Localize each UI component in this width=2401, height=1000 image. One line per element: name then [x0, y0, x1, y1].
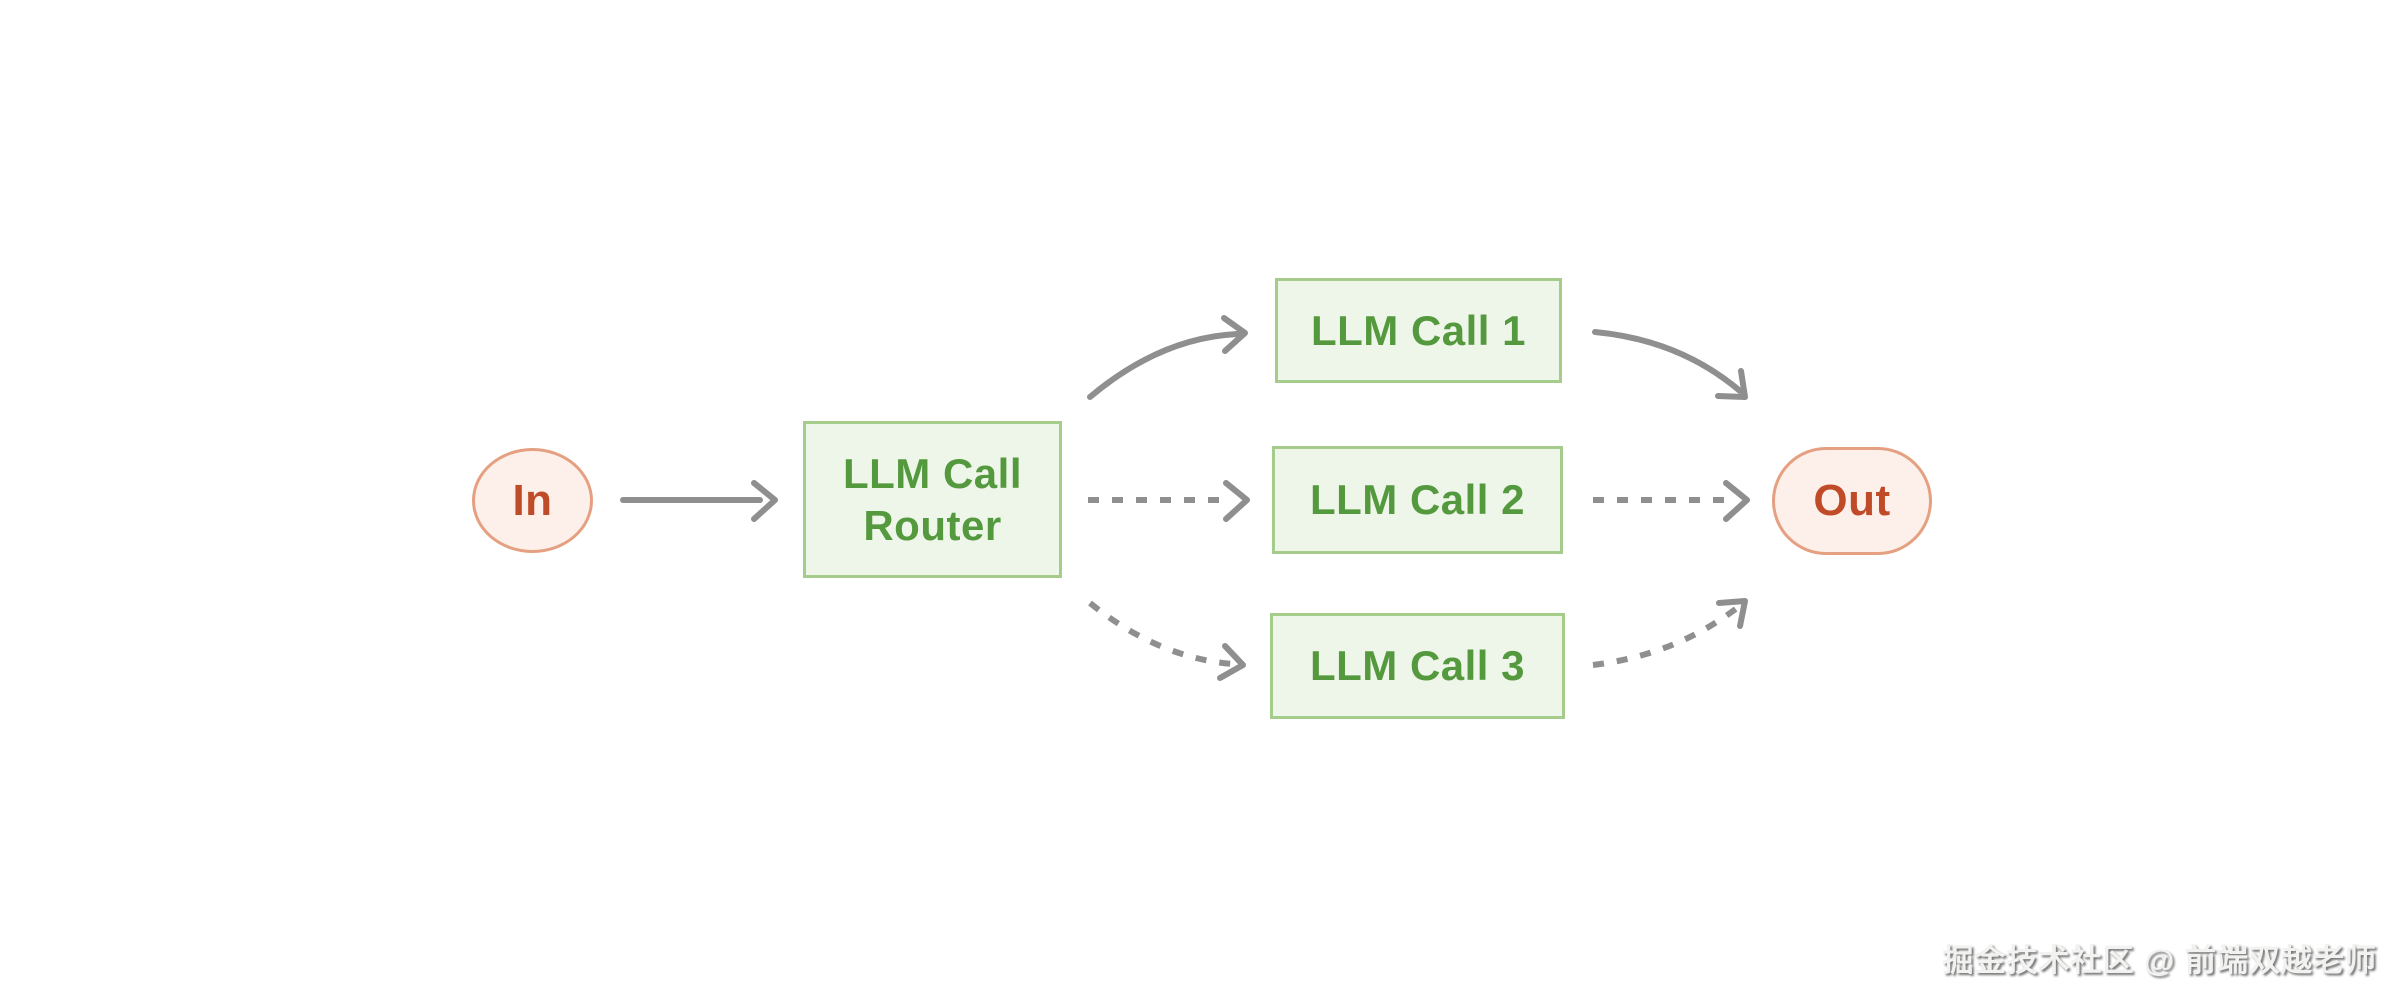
- node-router-label: LLM Call Router: [843, 450, 1022, 549]
- node-llm-call-3: LLM Call 3: [1270, 613, 1565, 719]
- node-in-label: In: [512, 475, 553, 525]
- edge-call2-out: [1593, 480, 1750, 522]
- node-llm-call-1: LLM Call 1: [1275, 278, 1562, 383]
- node-out: Out: [1772, 447, 1932, 555]
- edge-router-call1: [1087, 315, 1248, 400]
- node-call3-label: LLM Call 3: [1309, 642, 1526, 690]
- node-out-label: Out: [1813, 476, 1891, 526]
- watermark-text: 掘金技术社区 @ 前端双越老师: [1942, 943, 2377, 978]
- node-call1-label: LLM Call 1: [1310, 306, 1527, 354]
- edge-call1-out: [1592, 329, 1748, 400]
- edge-call3-out: [1592, 598, 1748, 668]
- node-llm-call-2: LLM Call 2: [1272, 446, 1563, 554]
- node-llm-call-router: LLM Call Router: [803, 421, 1062, 578]
- edge-in-router: [620, 480, 778, 522]
- edge-router-call2: [1088, 480, 1250, 522]
- node-in: In: [472, 448, 593, 553]
- edge-router-call3: [1088, 600, 1246, 681]
- node-call2-label: LLM Call 2: [1309, 476, 1526, 524]
